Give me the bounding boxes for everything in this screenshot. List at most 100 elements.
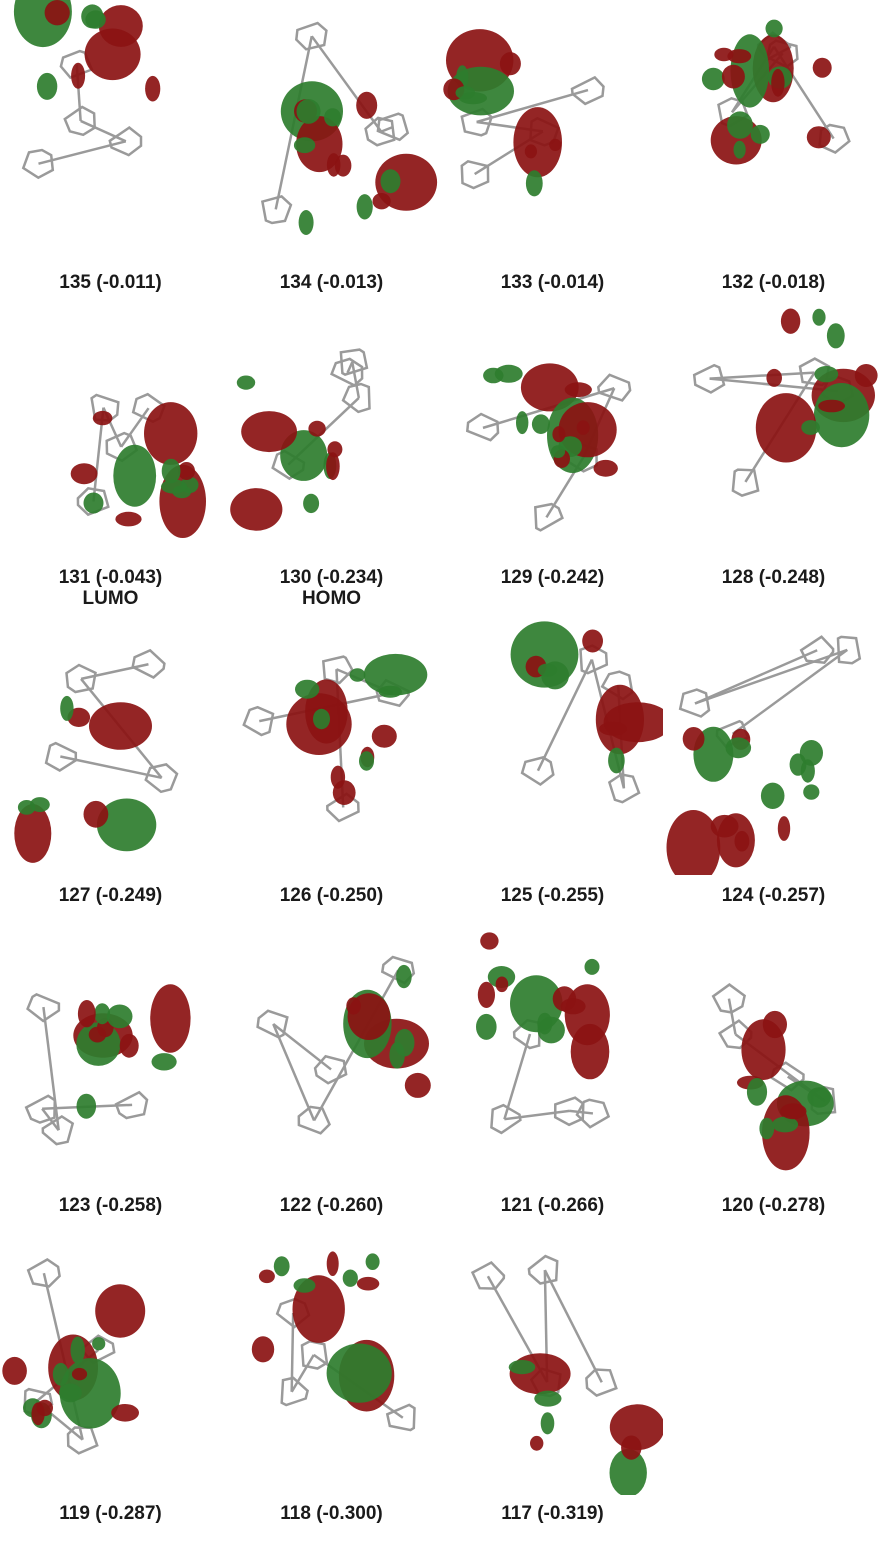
orbital-cell: 120 (-0.278) [663,925,884,1225]
orbital-lobe [584,958,600,975]
orbital-label: 122 (-0.260) [279,1195,384,1216]
orbital-cell: 123 (-0.258) [0,925,221,1225]
orbital-lobe [293,137,316,154]
orbital-caption: 123 (-0.258) [0,1195,221,1216]
orbital-lobe [477,981,495,1008]
orbital-lobe [150,984,191,1053]
orbital-cell: 132 (-0.018) [663,0,884,300]
orbital-image [251,1251,416,1432]
orbital-lobe [576,420,590,435]
orbital-label: 119 (-0.287) [59,1503,162,1524]
orbital-lobe [44,0,70,26]
orbital-lobe [145,75,161,102]
orbital-lobe [771,68,785,97]
orbital-lobe [349,668,366,682]
orbital-lobe [371,724,397,748]
orbital-caption: 118 (-0.300) [221,1503,442,1524]
orbital-lobe [258,1269,275,1284]
orbital-lobe [560,998,586,1015]
orbital-lobe [499,52,521,76]
orbital-lobe [755,393,817,463]
orbital-caption: 133 (-0.014) [442,272,663,293]
orbital-lobe [273,1256,290,1277]
orbital-cell: 129 (-0.242) [442,305,663,605]
orbital-cell: 133 (-0.014) [442,0,663,300]
orbital-lobe [144,402,198,465]
orbital-label: 133 (-0.014) [500,272,605,293]
orbital-lobe [178,462,195,480]
orbital-lobe [346,997,361,1015]
orbital-lobe [76,1093,97,1119]
orbital-lobe [36,72,58,100]
orbital-cell: 128 (-0.248) [663,305,884,605]
orbital-lobe [342,1269,358,1287]
orbital-caption: 124 (-0.257) [663,885,884,906]
orbital-lobe [77,1000,96,1028]
orbital-lobe [303,493,320,514]
orbital-lobe [36,1399,53,1417]
orbital-image [692,308,878,497]
orbital-lobe [508,1360,536,1375]
orbital-lobe [326,452,340,481]
orbital-lobe [17,800,36,815]
orbital-lobe [151,1053,177,1071]
orbital-lobe [230,488,283,531]
orbital-image [510,621,663,804]
orbital-lobe [365,1253,380,1270]
orbital-lobe [701,67,725,91]
orbital-lobe [88,1026,107,1043]
orbital-lobe [89,702,152,750]
orbital-image [14,648,179,863]
molecule-skeleton [490,1018,611,1135]
orbital-image [256,955,431,1135]
orbital-lobe [71,1367,88,1381]
orbital-lobe [83,492,104,514]
orbital-lobe [389,1042,405,1069]
orbital-lobe [2,1356,27,1385]
orbital-lobe [593,459,618,477]
orbital-lobe [826,323,845,349]
orbital-lobe [609,1404,663,1451]
orbital-lobe [115,511,142,527]
orbital-lobe [70,1336,85,1364]
orbital-lobe [94,1003,111,1025]
orbital-lobe [537,1016,565,1044]
orbital-image [13,0,161,180]
orbital-lobe [326,1343,392,1403]
orbital-lobe [356,91,378,119]
orbital-image [711,983,837,1171]
orbital-lobe [666,810,721,875]
orbital-cell: 124 (-0.257) [663,615,884,915]
orbital-lobe [582,629,603,653]
orbital-lobe [725,737,752,759]
orbital-lobe [483,367,504,384]
orbital-lobe [356,1276,380,1291]
orbital-image [2,1258,146,1455]
orbital-lobes [14,695,157,863]
orbital-lobe [396,964,412,989]
orbital-label: 128 (-0.248) [721,567,826,588]
orbital-lobe [298,210,314,235]
orbital-lobe [762,1010,787,1039]
orbital-lobe [552,426,566,443]
orbital-lobes [508,1353,663,1495]
orbital-lobe [476,1013,497,1040]
orbital-caption: 134 (-0.013) [221,272,442,293]
orbital-sublabel: LUMO [82,588,139,609]
orbital-image [666,635,862,875]
orbital-caption: 127 (-0.249) [0,885,221,906]
orbital-image [24,984,191,1146]
orbital-lobe [95,1284,146,1338]
orbital-lobe [534,1390,562,1407]
orbital-lobe [455,86,476,100]
orbital-caption: 117 (-0.319) [442,1503,663,1524]
orbital-lobe [734,830,750,852]
orbital-sublabel: HOMO [301,588,362,609]
orbital-lobe [330,765,346,789]
orbital-caption: 122 (-0.260) [221,1195,442,1216]
orbital-lobe [803,784,820,800]
orbital-lobe [161,458,181,484]
orbital-cell: 125 (-0.255) [442,615,663,915]
orbital-label: 127 (-0.249) [58,885,163,906]
orbital-lobes [443,29,562,197]
